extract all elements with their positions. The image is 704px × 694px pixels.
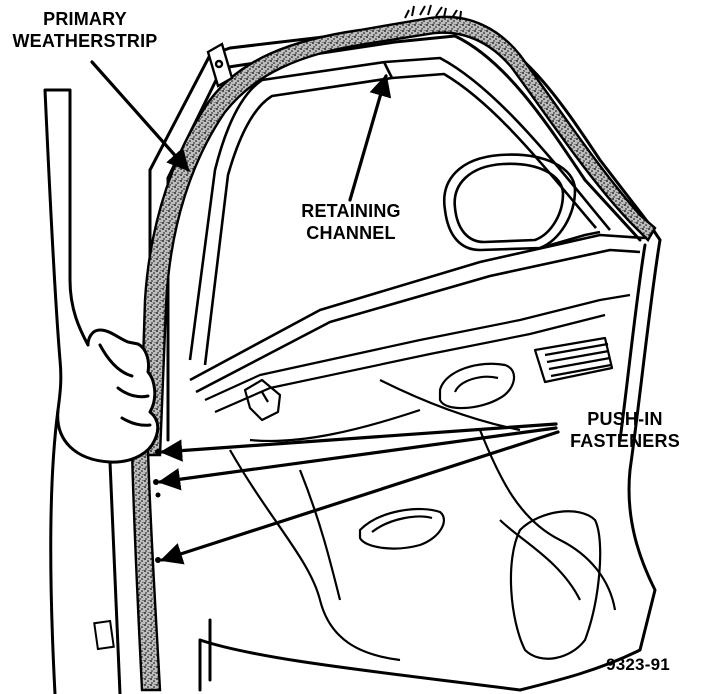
label-primary-line1: PRIMARY	[43, 9, 127, 29]
label-pushin-line1: PUSH-IN	[587, 409, 663, 429]
leader-fastener-2	[157, 426, 558, 491]
window-opening	[188, 56, 646, 394]
label-pushin-line2: FASTENERS	[570, 431, 680, 451]
label-retaining-line2: CHANNEL	[306, 223, 396, 243]
fastener-dot	[153, 479, 159, 485]
figure-number: 9323-91	[586, 654, 690, 676]
label-primary-weatherstrip: PRIMARY WEATHERSTRIP	[2, 8, 168, 52]
leader-fastener-3	[159, 430, 560, 565]
label-retaining-channel: RETAINING CHANNEL	[282, 200, 420, 244]
side-mirror	[442, 153, 601, 252]
primary-weatherstrip	[130, 4, 657, 692]
technician-hand	[43, 88, 160, 694]
hinge-bracket	[206, 42, 234, 88]
small-clip	[93, 619, 115, 651]
leader-fastener-1	[159, 422, 558, 462]
fastener-dot	[155, 557, 161, 563]
leader-primary-weatherstrip	[90, 60, 190, 172]
fastener-dot	[155, 492, 161, 498]
leader-lines	[90, 60, 560, 565]
label-primary-line2: WEATHERSTRIP	[12, 31, 158, 51]
label-retaining-line1: RETAINING	[301, 201, 401, 221]
label-push-in-fasteners: PUSH-IN FASTENERS	[560, 408, 690, 452]
push-in-fasteners	[153, 449, 161, 563]
leader-retaining-channel	[348, 73, 392, 202]
fastener-dot	[155, 449, 161, 455]
figure-number-text: 9323-91	[606, 655, 670, 674]
trim-panel	[204, 293, 631, 662]
